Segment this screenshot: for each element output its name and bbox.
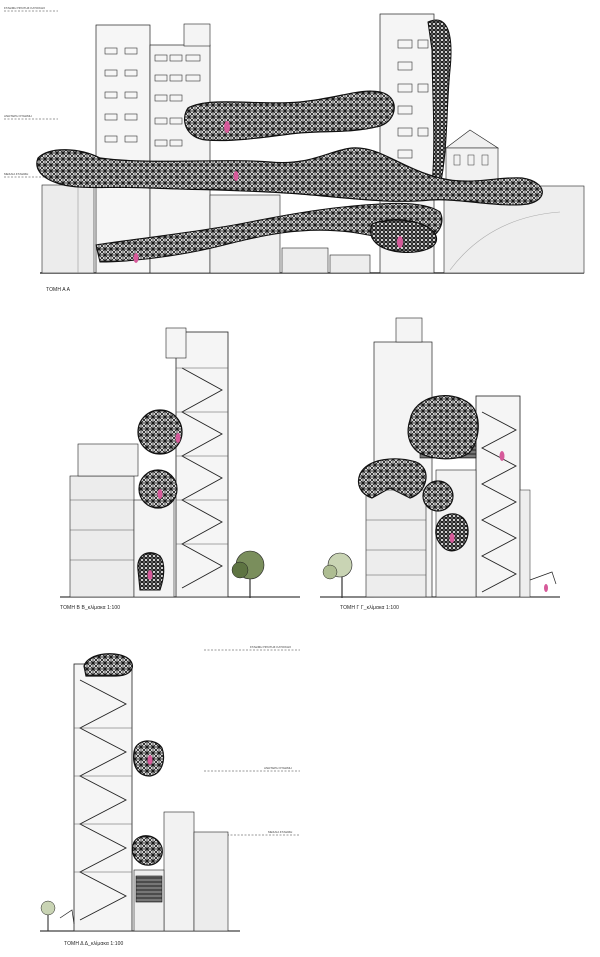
section-bb — [60, 327, 300, 598]
caption-section-dd: ΤΟΜΗ Δ Δ_κλίμακα 1:100 — [64, 941, 124, 947]
human-figures-aa — [133, 121, 403, 263]
tree-dd — [40, 900, 56, 916]
tower-windows-aa — [104, 47, 201, 147]
level-label-middle-aa: ΜΕΣΑΙΑ ΣΤΑΘΜΗ — [4, 172, 29, 176]
lower-mesh-ramp-aa — [95, 202, 443, 263]
section-aa — [4, 10, 585, 274]
level-label-middle-dd: ΜΕΣΑΙΑ ΣΤΑΘΜΗ — [268, 830, 293, 834]
upper-mesh-volume-aa — [184, 90, 395, 142]
middle-mesh-volume-aa — [36, 147, 543, 206]
right-tower-windows-aa — [397, 39, 429, 159]
section-dd — [40, 649, 300, 932]
level-label-upper-dd: ΑΝΩΤΕΡΗ ΣΤΑΘΜΗ — [264, 766, 292, 770]
caption-section-aa: ΤΟΜΗ Α Α — [46, 287, 71, 293]
caption-section-gg: ΤΟΜΗ Γ Γ_κλίμακα 1:100 — [340, 605, 400, 611]
level-label-top-aa: ΣΤΑΘΜΗ ΠΡΩΤΗΣ ΚΑΤΟΙΚΗΣ — [4, 6, 46, 10]
section-gg — [320, 317, 560, 598]
level-label-upper-aa: ΑΝΩΤΕΡΗ ΣΤΑΘΜΗ — [4, 114, 32, 118]
caption-section-bb: ΤΟΜΗ Β Β_κλίμακα 1:100 — [60, 605, 121, 611]
level-label-top-dd: ΣΤΑΘΜΗ ΠΡΩΤΗΣ ΚΑΤΟΙΚΗΣ — [250, 645, 292, 649]
